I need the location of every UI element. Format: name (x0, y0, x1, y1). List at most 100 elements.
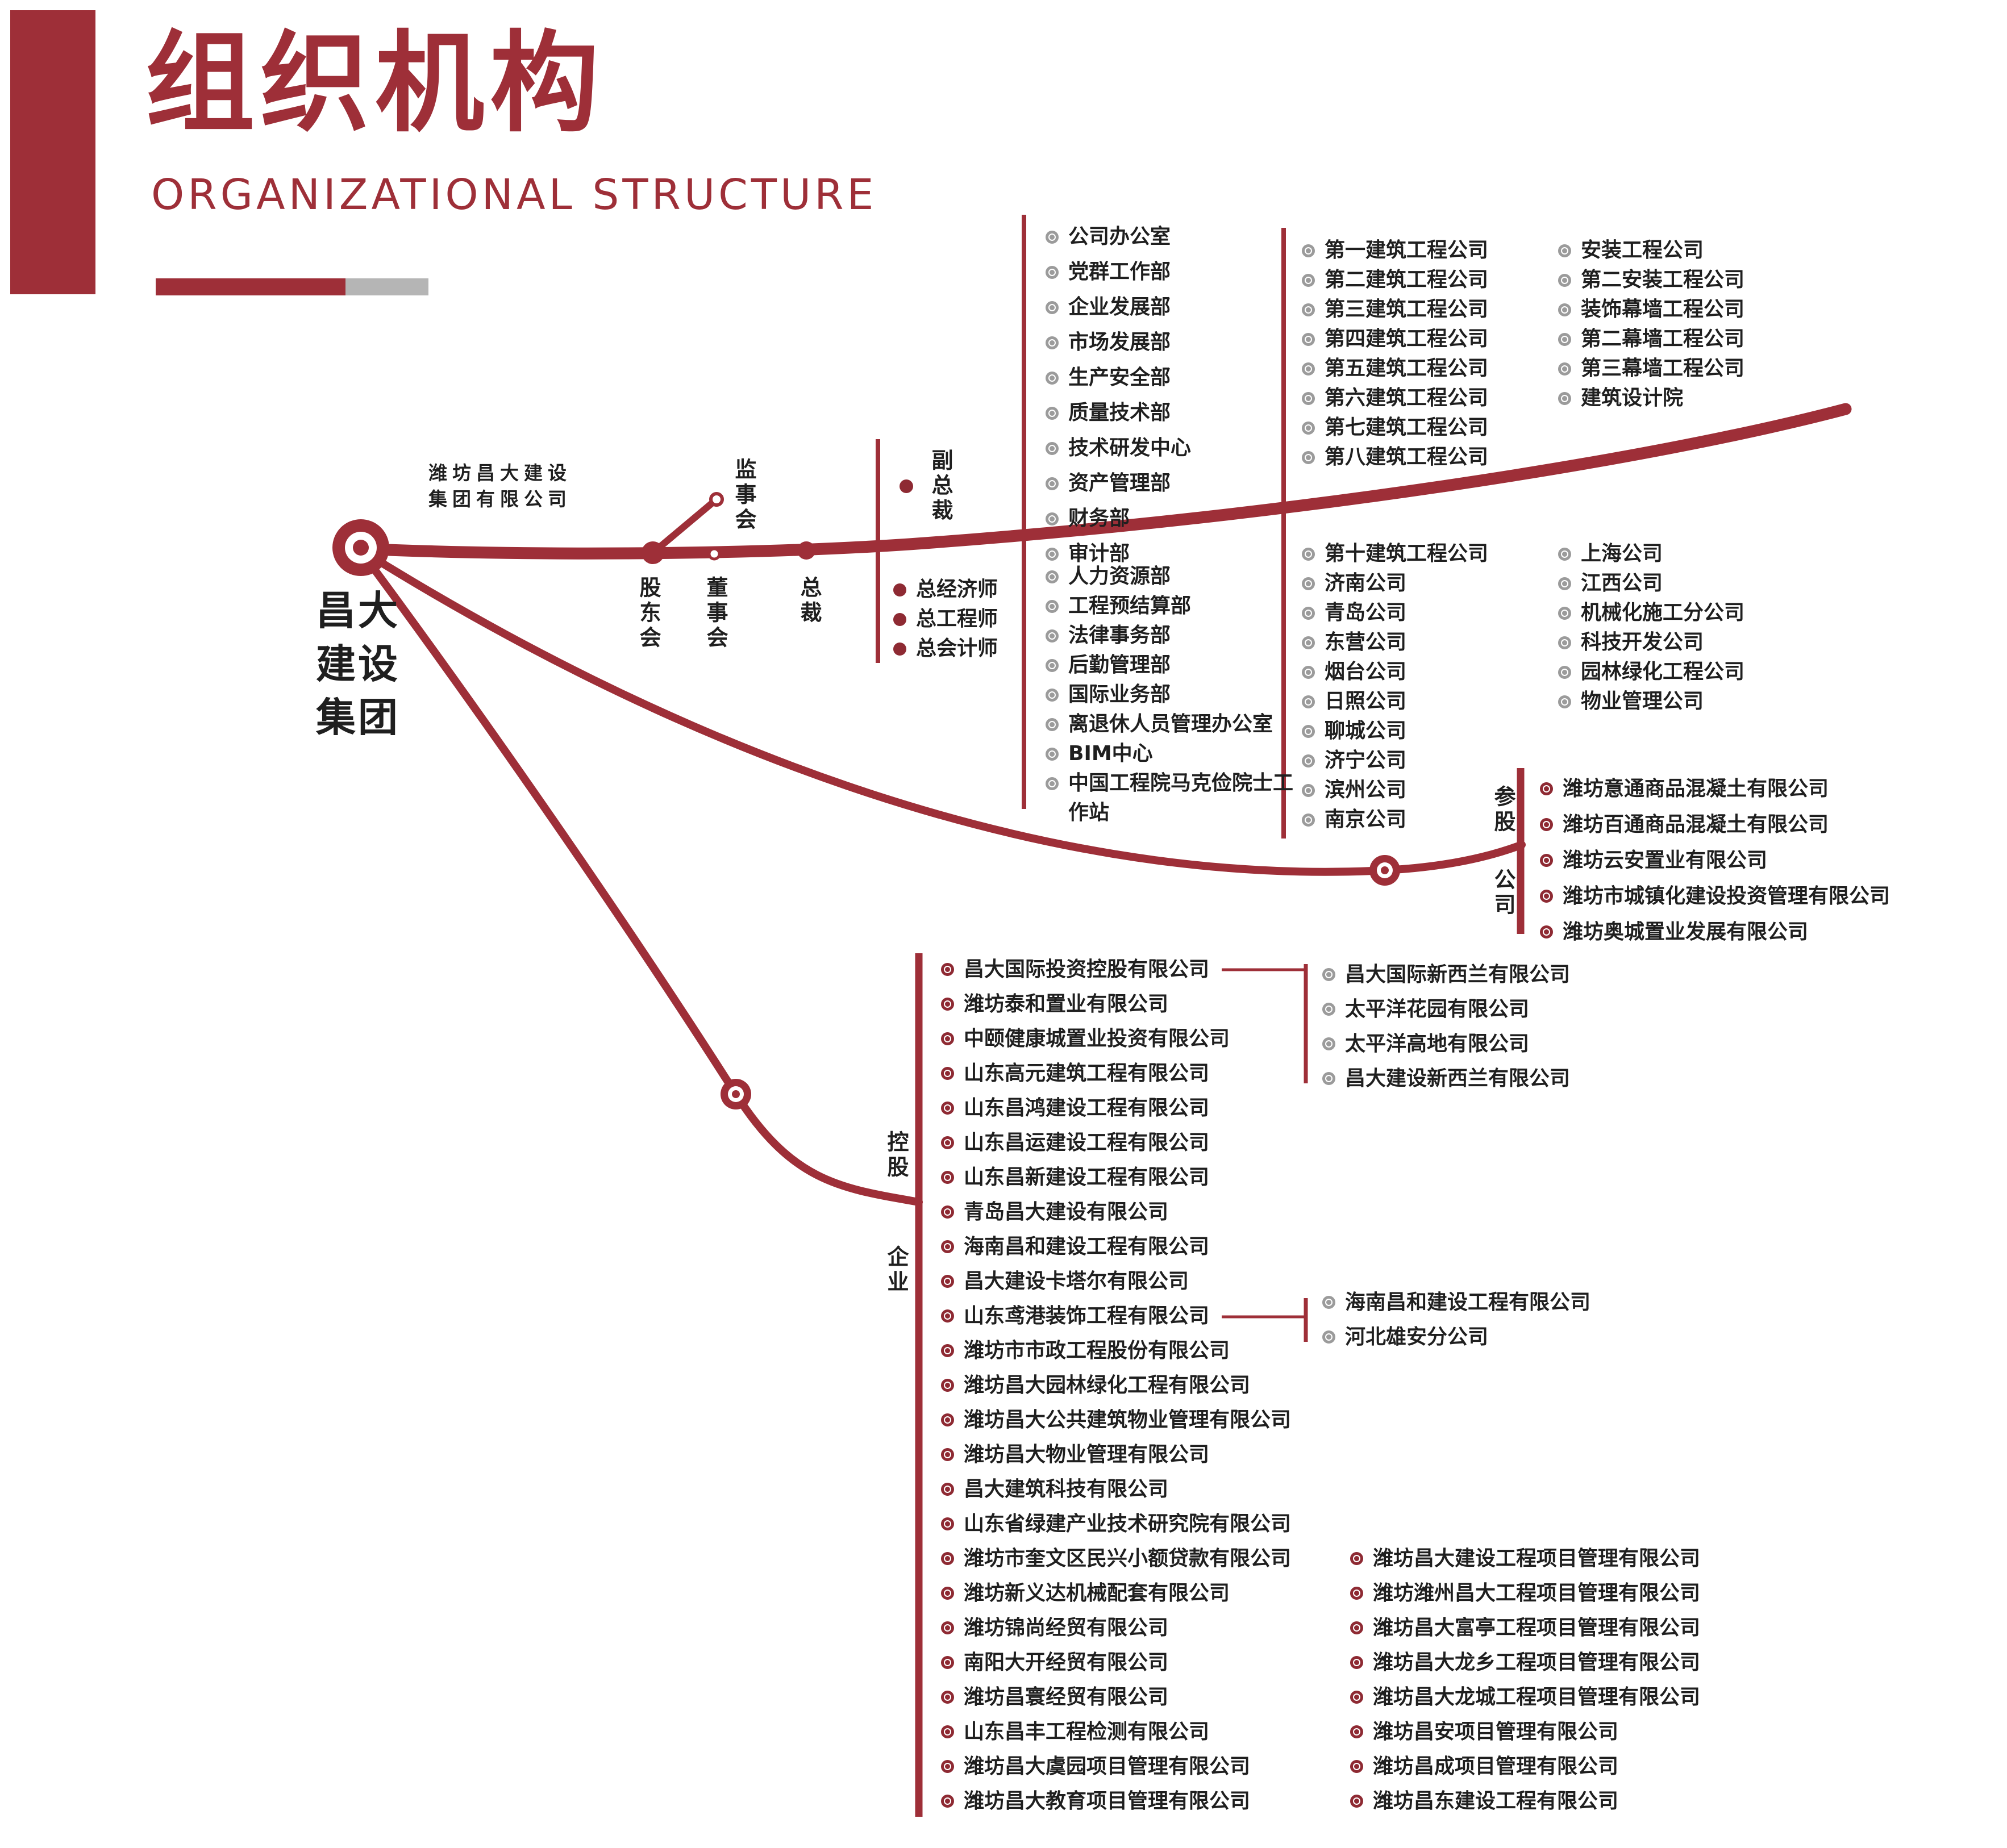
bullet-icon (941, 1413, 954, 1426)
list-item: 济南公司 (1302, 569, 1488, 598)
project-management-companies-list: 潍坊昌大建设工程项目管理有限公司 潍坊潍州昌大工程项目管理有限公司 潍坊昌大富亭… (1350, 1541, 1700, 1818)
list-item: 资产管理部 (1046, 466, 1191, 501)
installation-companies-list: 安装工程公司 第二安装工程公司 装饰幕墙工程公司 第二幕墙工程公司 第三幕墙工程… (1558, 236, 1744, 413)
supervisory-branch-line (651, 497, 719, 556)
list-item: 国际业务部 (1046, 680, 1293, 710)
list-item: 后勤管理部 (1046, 650, 1293, 680)
bullet-icon (1558, 391, 1571, 405)
list-item: 市场发展部 (1046, 325, 1191, 360)
bullet-icon (1302, 547, 1315, 561)
bullet-icon (1302, 636, 1315, 649)
bullet-icon (1302, 421, 1315, 435)
group-full-name: 潍坊昌大建设 集团有限公司 (398, 460, 602, 512)
list-item: 潍坊昌大公共建筑物业管理有限公司 (941, 1403, 1291, 1437)
accent-bar (156, 278, 428, 295)
list-item: BIM中心 (1046, 739, 1293, 769)
bullet-icon (1322, 1330, 1335, 1344)
group-short-name-line3: 集团 (316, 694, 400, 741)
bullet-icon (893, 612, 906, 626)
list-item: 潍坊潍州昌大工程项目管理有限公司 (1350, 1576, 1700, 1611)
list-item: 潍坊意通商品混凝土有限公司 (1540, 771, 1890, 807)
list-item: 潍坊百通商品混凝土有限公司 (1540, 807, 1890, 842)
list-item: 第六建筑工程公司 (1302, 383, 1488, 413)
accent-bar-gray-segment (345, 278, 428, 295)
construction-companies-more-list: 第十建筑工程公司 济南公司 青岛公司 东营公司 烟台公司 (1302, 539, 1488, 835)
list-item: 山东鸢港装饰工程有限公司 (941, 1299, 1291, 1333)
bullet-icon (1302, 332, 1315, 346)
bullet-icon (941, 1656, 954, 1669)
list-item: 党群工作部 (1046, 255, 1191, 290)
bullet-icon (941, 1309, 954, 1323)
bullet-icon (941, 1205, 954, 1219)
departments-top-list: 公司办公室 党群工作部 企业发展部 市场发展部 生产安全部 (1046, 219, 1191, 571)
list-item: 装饰幕墙工程公司 (1558, 295, 1744, 324)
label-supervisory-board: 监事会 (731, 458, 756, 533)
bullet-icon (1046, 406, 1059, 420)
bullet-icon (1558, 665, 1571, 679)
bullet-icon (941, 1379, 954, 1392)
bullet-icon (1046, 777, 1059, 790)
list-item: 昌大建筑科技有限公司 (941, 1472, 1291, 1507)
list-item: 青岛昌大建设有限公司 (941, 1195, 1291, 1229)
list-item: 潍坊昌寰经贸有限公司 (941, 1680, 1291, 1714)
bullet-icon (1558, 636, 1571, 649)
list-item: 青岛公司 (1302, 598, 1488, 628)
bullet-icon (1302, 391, 1315, 405)
list-item: 第二安装工程公司 (1558, 265, 1744, 295)
bullet-icon (1046, 688, 1059, 702)
list-item: 第二建筑工程公司 (1302, 265, 1488, 295)
list-item: 财务部 (1046, 501, 1191, 536)
bullet-icon (1322, 968, 1335, 981)
list-item: 滨州公司 (1302, 775, 1488, 805)
list-item: 潍坊昌大虞园项目管理有限公司 (941, 1749, 1291, 1784)
bullet-icon (1046, 570, 1059, 583)
list-item: 潍坊昌大龙乡工程项目管理有限公司 (1350, 1645, 1700, 1680)
list-item: 潍坊昌大园林绿化工程有限公司 (941, 1368, 1291, 1403)
bullet-icon (1558, 547, 1571, 561)
list-item: 第十建筑工程公司 (1302, 539, 1488, 569)
label-shareholders-meeting: 股东会 (636, 576, 661, 651)
bullet-icon (941, 1760, 954, 1773)
list-item: 潍坊昌成项目管理有限公司 (1350, 1749, 1700, 1784)
label-holding-bottom: 企业 (884, 1245, 909, 1295)
bullet-icon (1046, 477, 1059, 490)
bullet-icon (1350, 1656, 1363, 1669)
bullet-icon (1046, 301, 1059, 314)
bullet-icon (1046, 512, 1059, 525)
president-node (797, 541, 815, 560)
label-holding-top: 控股 (884, 1131, 909, 1180)
bullet-icon (1046, 265, 1059, 279)
list-item: 潍坊市奎文区民兴小额贷款有限公司 (941, 1541, 1291, 1576)
bullet-icon (1540, 854, 1553, 867)
list-item: 第四建筑工程公司 (1302, 324, 1488, 354)
bullet-icon (1350, 1691, 1363, 1704)
bullet-icon (941, 1517, 954, 1530)
label-vice-president: 副总裁 (928, 449, 953, 524)
bullet-icon (941, 1032, 954, 1045)
bullet-icon (941, 998, 954, 1011)
bullet-icon (1046, 658, 1059, 672)
page-subtitle: ORGANIZATIONAL STRUCTURE (151, 170, 877, 219)
bullet-icon (941, 1587, 954, 1600)
bullet-icon (941, 1552, 954, 1565)
list-item: 总经济师 (893, 575, 998, 604)
label-board-of-directors: 董事会 (703, 576, 728, 651)
bullet-icon (1046, 336, 1059, 349)
bullet-icon (1322, 1003, 1335, 1016)
bullet-icon (941, 1621, 954, 1634)
list-item: 物业管理公司 (1558, 687, 1744, 716)
bullet-icon (1302, 813, 1315, 827)
bullet-icon (1302, 577, 1315, 590)
root-node (332, 519, 389, 576)
label-equity-bottom: 公司 (1490, 868, 1515, 918)
list-item: 江西公司 (1558, 569, 1744, 598)
bullet-icon (1558, 273, 1571, 287)
bullet-icon (1558, 332, 1571, 346)
list-item: 质量技术部 (1046, 395, 1191, 431)
list-item: 第五建筑工程公司 (1302, 354, 1488, 383)
list-item: 第七建筑工程公司 (1302, 413, 1488, 443)
bullet-icon (941, 1795, 954, 1808)
list-item: 技术研发中心 (1046, 431, 1191, 466)
list-item: 太平洋花园有限公司 (1322, 992, 1570, 1027)
